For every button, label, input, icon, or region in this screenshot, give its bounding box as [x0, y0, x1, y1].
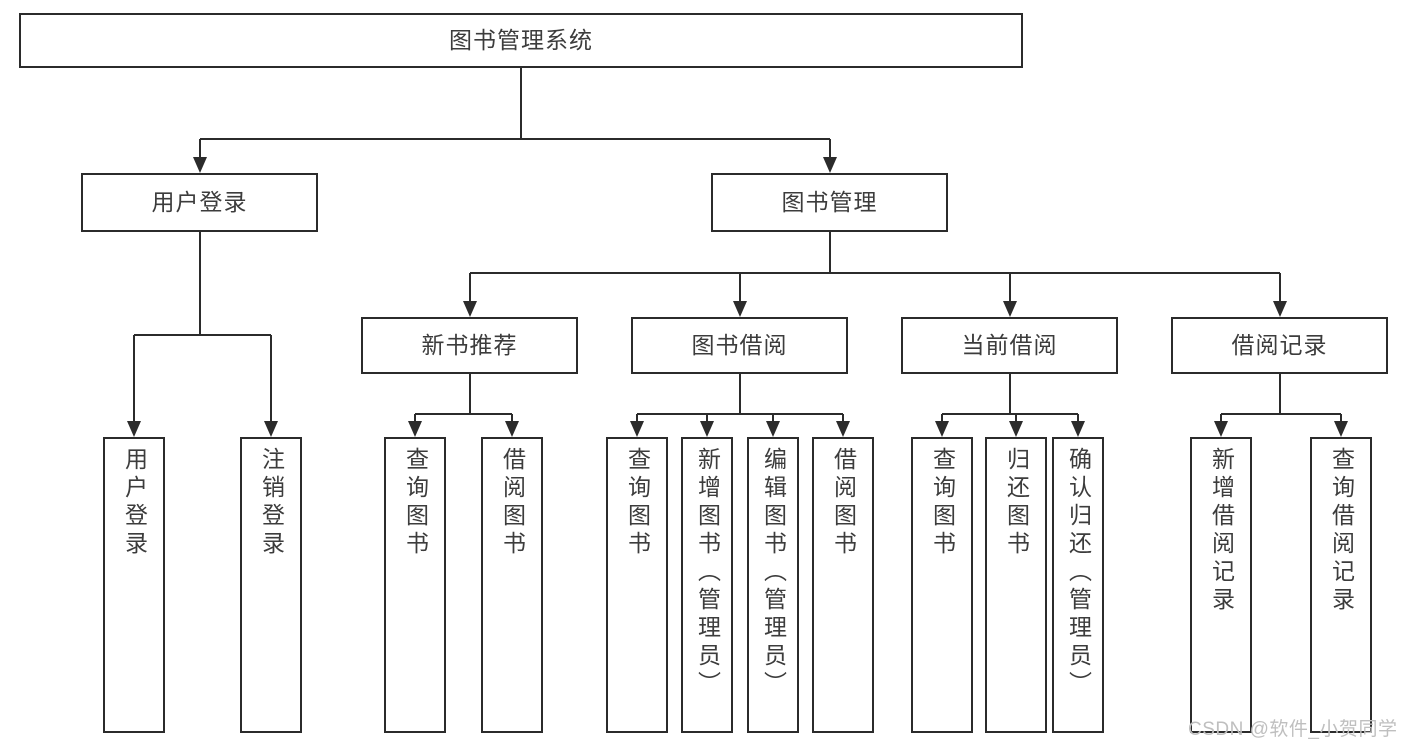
connector-group-0-bus — [415, 413, 512, 415]
node-label: 归还图书 — [1003, 447, 1030, 559]
node-label: 新增图书（管理员） — [694, 447, 721, 699]
node-label: 新书推荐 — [421, 331, 518, 358]
connector-group-2-bus — [942, 413, 1078, 415]
arrowhead-group-3-leaf-2 — [1334, 421, 1348, 437]
connector-group-1-vertical — [738, 374, 741, 414]
node-new-book-recommend[interactable]: 新书推荐 — [361, 317, 578, 374]
connector-group-3-stem-1 — [1220, 414, 1222, 423]
connector-root-vertical — [520, 68, 522, 139]
connector-group-2-stem-1 — [941, 414, 943, 423]
node-label: 借阅图书 — [499, 447, 526, 559]
arrowhead-to-new-book-recommend — [462, 301, 477, 317]
node-label: 确认归还（管理员） — [1065, 447, 1092, 699]
arrowhead-group-2-leaf-3 — [1071, 421, 1085, 437]
node-book-borrow[interactable]: 图书借阅 — [631, 317, 848, 374]
arrowhead-to-book-borrow — [732, 301, 747, 317]
arrowhead-to-borrow-record — [1272, 301, 1287, 317]
arrowhead-group-2-leaf-1 — [935, 421, 949, 437]
connector-root-right-stem — [828, 139, 831, 159]
connector-group-3-bus — [1221, 413, 1341, 415]
connector-group-1-bus — [637, 413, 843, 415]
node-label: 借阅图书 — [830, 447, 857, 559]
leaf-return-book[interactable]: 归还图书 — [985, 437, 1047, 733]
leaf-query-borrow-record[interactable]: 查询借阅记录 — [1310, 437, 1372, 733]
node-user-login[interactable]: 用户登录 — [81, 173, 318, 232]
leaf-user-login[interactable]: 用户登录 — [103, 437, 165, 733]
node-label: 查询图书 — [624, 447, 651, 559]
arrowhead-group-1-leaf-3 — [766, 421, 780, 437]
leaf-borrow-book-recommend[interactable]: 借阅图书 — [481, 437, 543, 733]
arrowhead-group-1-leaf-2 — [700, 421, 714, 437]
leaf-query-book-current[interactable]: 查询图书 — [911, 437, 973, 733]
node-label: 图书借阅 — [691, 331, 788, 358]
connector-user-login-vertical — [198, 232, 201, 335]
arrowhead-to-user-login — [192, 157, 207, 173]
node-label: 查询图书 — [929, 447, 956, 559]
connector-group-2-vertical — [1008, 374, 1011, 414]
connector-user-login-stem-1 — [133, 335, 135, 423]
connector-book-management-stem-2 — [738, 273, 741, 303]
node-label: 当前借阅 — [961, 331, 1058, 358]
node-current-borrow[interactable]: 当前借阅 — [901, 317, 1118, 374]
connector-group-3-vertical — [1278, 374, 1281, 414]
connector-book-management-stem-1 — [468, 273, 471, 303]
leaf-query-book-recommend[interactable]: 查询图书 — [384, 437, 446, 733]
leaf-query-book-borrow[interactable]: 查询图书 — [606, 437, 668, 733]
connector-group-3-stem-2 — [1340, 414, 1342, 423]
connector-user-login-stem-2 — [270, 335, 272, 423]
arrowhead-to-leaf-logout — [264, 421, 278, 437]
arrowhead-to-book-management — [822, 157, 837, 173]
connector-group-0-stem-1 — [414, 414, 416, 423]
leaf-logout[interactable]: 注销登录 — [240, 437, 302, 733]
connector-group-2-stem-3 — [1077, 414, 1079, 423]
node-label: 用户登录 — [151, 188, 248, 215]
connector-group-1-stem-1 — [636, 414, 638, 423]
node-borrow-record[interactable]: 借阅记录 — [1171, 317, 1388, 374]
node-book-management[interactable]: 图书管理 — [711, 173, 948, 232]
connector-book-management-stem-3 — [1008, 273, 1011, 303]
arrowhead-group-2-leaf-2 — [1009, 421, 1023, 437]
connector-book-management-stem-4 — [1278, 273, 1281, 303]
arrowhead-group-0-leaf-2 — [505, 421, 519, 437]
leaf-borrow-book[interactable]: 借阅图书 — [812, 437, 874, 733]
leaf-add-book-admin[interactable]: 新增图书（管理员） — [681, 437, 733, 733]
connector-book-management-bus — [469, 272, 1280, 274]
connector-book-management-vertical — [828, 232, 831, 273]
connector-group-1-stem-4 — [842, 414, 844, 423]
arrowhead-group-1-leaf-1 — [630, 421, 644, 437]
node-label: 查询借阅记录 — [1328, 447, 1355, 615]
connector-root-bus — [199, 138, 830, 140]
arrowhead-group-0-leaf-1 — [408, 421, 422, 437]
connector-group-1-stem-3 — [772, 414, 774, 423]
connector-group-2-stem-2 — [1015, 414, 1017, 423]
arrowhead-group-3-leaf-1 — [1214, 421, 1228, 437]
connector-group-0-vertical — [468, 374, 471, 414]
node-label: 编辑图书（管理员） — [760, 447, 787, 699]
node-book-management-system[interactable]: 图书管理系统 — [19, 13, 1023, 68]
node-label: 新增借阅记录 — [1208, 447, 1235, 615]
arrowhead-to-leaf-user-login — [127, 421, 141, 437]
connector-group-1-stem-2 — [706, 414, 708, 423]
node-label: 注销登录 — [258, 447, 285, 559]
arrowhead-to-current-borrow — [1002, 301, 1017, 317]
node-label: 图书管理 — [781, 188, 878, 215]
connector-root-left-stem — [198, 139, 201, 159]
node-label: 用户登录 — [121, 447, 148, 559]
node-label: 图书管理系统 — [449, 26, 593, 53]
arrowhead-group-1-leaf-4 — [836, 421, 850, 437]
connector-user-login-bus — [134, 334, 271, 336]
leaf-confirm-return-admin[interactable]: 确认归还（管理员） — [1052, 437, 1104, 733]
node-label: 借阅记录 — [1231, 331, 1328, 358]
connector-group-0-stem-2 — [511, 414, 513, 423]
node-label: 查询图书 — [402, 447, 429, 559]
leaf-edit-book-admin[interactable]: 编辑图书（管理员） — [747, 437, 799, 733]
watermark-credit: CSDN @软件_小贺同学 — [1188, 719, 1398, 740]
leaf-add-borrow-record[interactable]: 新增借阅记录 — [1190, 437, 1252, 733]
